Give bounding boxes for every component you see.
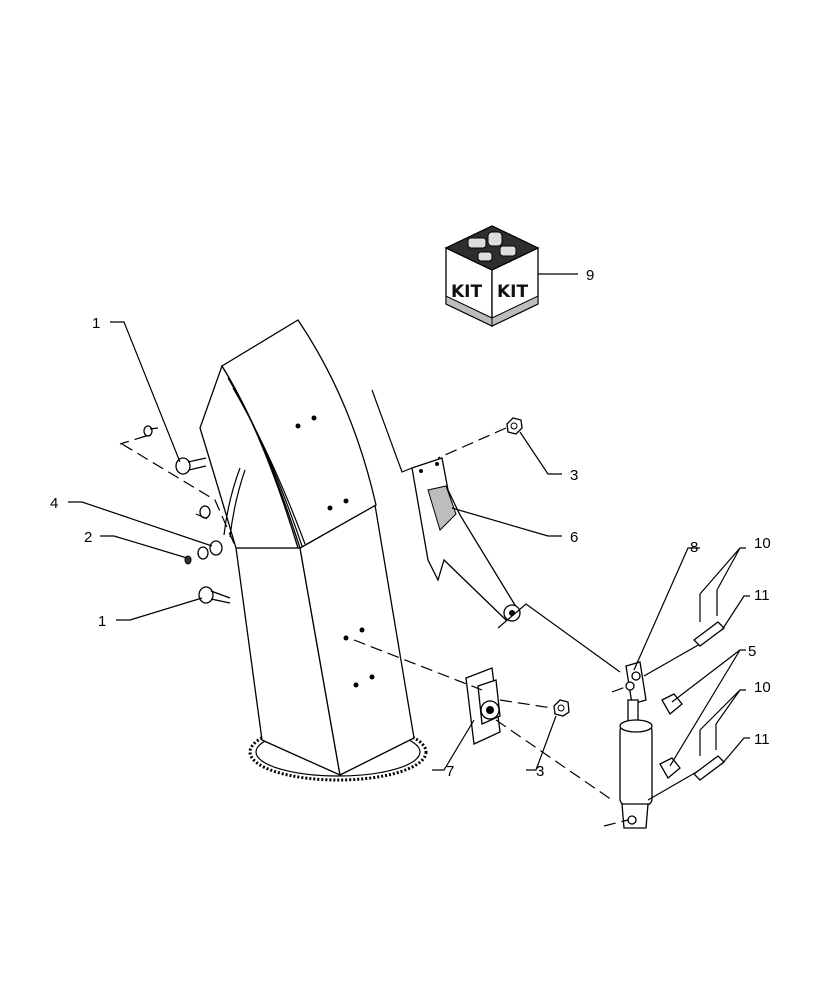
bracket-dash-edge: [371, 389, 413, 473]
bolt-lower: [198, 586, 231, 604]
callout-10b: 10: [754, 679, 771, 696]
leader-10b-b: [715, 689, 741, 725]
clevis-to-pin: [643, 643, 701, 677]
leader-10a: [699, 547, 746, 595]
leader-1a: [110, 321, 181, 463]
callout-1b: 1: [98, 613, 106, 630]
dash-washer: [195, 513, 211, 521]
leader-10a-b: [716, 547, 741, 591]
leader-6: [451, 507, 562, 537]
hydraulic-cylinder: [619, 661, 683, 829]
dash-plate: [353, 639, 483, 691]
leader-11b: [721, 737, 750, 765]
kit-label-left: KIT: [451, 282, 482, 302]
dash-pin-bottom: [603, 819, 629, 827]
kit-box: KIT KIT: [444, 225, 540, 328]
bracket-to-cylinder: [497, 603, 621, 673]
mount-plate: [465, 667, 501, 745]
leader-1b: [116, 597, 203, 621]
leader-8: [633, 547, 700, 671]
dash-nut-upper: [437, 427, 507, 459]
leader-10b: [699, 689, 746, 731]
mount-bracket: [411, 457, 521, 622]
leader-11a: [721, 595, 750, 631]
leader-3b: [526, 715, 557, 771]
dash-nut-lower: [499, 699, 553, 709]
spring-pin-lower: [693, 724, 725, 781]
callout-3b: 3: [536, 763, 544, 780]
callout-3a: 3: [570, 467, 578, 484]
callout-1a: 1: [92, 315, 100, 332]
leader-2: [100, 535, 188, 559]
kit-label-right: KIT: [497, 282, 528, 302]
leader-7: [432, 719, 475, 771]
spring-pin-upper: [693, 590, 725, 647]
nut-upper: [506, 417, 523, 435]
leader-5b: [669, 649, 741, 767]
leader-4: [68, 501, 213, 547]
callout-6: 6: [570, 529, 578, 546]
callout-8: 8: [690, 539, 698, 556]
dash-pin-top: [611, 685, 629, 693]
callout-11a: 11: [754, 587, 770, 604]
callout-5: 5: [748, 643, 756, 660]
callout-10a: 10: [754, 535, 771, 552]
washers-and-nut: [184, 505, 223, 565]
nut-lower: [553, 699, 570, 717]
discharge-chute: [199, 319, 428, 782]
cylinder-to-pin: [647, 769, 701, 801]
leader-3a: [519, 431, 562, 475]
callout-9: 9: [586, 267, 594, 284]
dash-bolt-upper: [121, 443, 237, 549]
callout-4: 4: [50, 495, 58, 512]
dash-small: [119, 435, 147, 445]
callout-2: 2: [84, 529, 92, 546]
dash-plate-cylinder: [495, 719, 613, 801]
callout-7: 7: [446, 763, 454, 780]
callout-11b: 11: [754, 731, 770, 748]
